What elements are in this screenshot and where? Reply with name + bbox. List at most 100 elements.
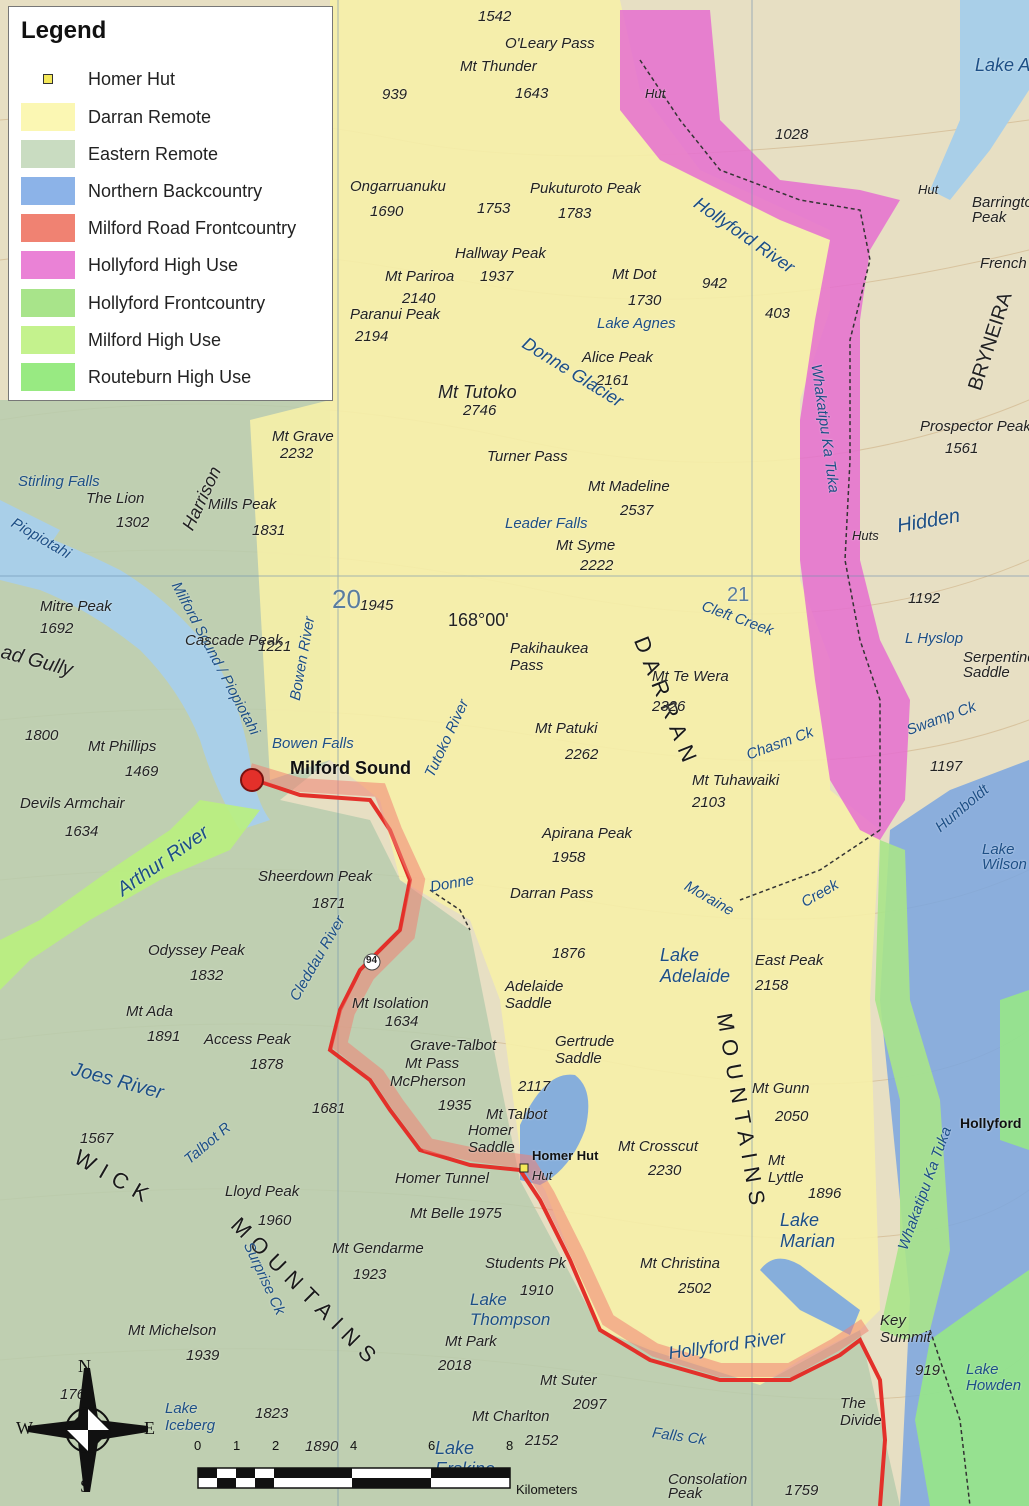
label-mt-syme: Mt Syme: [556, 537, 616, 554]
label-mt-pariroa: Mt Pariroa: [385, 268, 455, 285]
label-1939: 1939: [186, 1347, 220, 1364]
label-mitre-peak: Mitre Peak: [40, 598, 112, 615]
label-2152: 2152: [525, 1432, 559, 1449]
tracks: [429, 59, 971, 1506]
homer-hut-marker: [519, 1163, 529, 1173]
label-milford-sound: Milford Sound: [290, 758, 411, 778]
label-hollyford: Hollyford: [960, 1115, 1022, 1131]
label-huts: Huts: [852, 528, 879, 543]
label-939: 939: [382, 86, 408, 103]
label-l-hyslop: L Hyslop: [905, 630, 964, 647]
legend-swatch: [21, 214, 75, 242]
label-lake-howden: Lake Howden: [966, 1361, 1022, 1394]
legend-swatch: [21, 103, 75, 131]
label-mt-pass: Mt Pass: [405, 1055, 460, 1072]
label-2262: 2262: [565, 746, 599, 763]
legend-label: Milford High Use: [88, 329, 222, 350]
label-1891: 1891: [147, 1028, 181, 1045]
legend-label: Hollyford Frontcountry: [88, 292, 266, 313]
label-2502: 2502: [678, 1280, 712, 1297]
label-leader-falls: Leader Falls: [505, 515, 588, 532]
legend-swatch: [21, 251, 75, 279]
scale-tick-8: 8: [506, 1438, 514, 1453]
label-oleary-pass: O'Leary Pass: [505, 35, 595, 52]
label-1958: 1958: [552, 849, 586, 866]
zone-hollyford-frontcountry: [875, 840, 950, 1340]
label-mt-suter: Mt Suter: [540, 1372, 597, 1389]
legend-item: Homer Hut: [21, 64, 175, 94]
label-apirana-peak: Apirana Peak: [542, 825, 633, 842]
label-lake-iceberg: Lake Iceberg: [165, 1400, 216, 1434]
label-1923: 1923: [353, 1266, 387, 1283]
label-road-94: 94: [366, 955, 378, 966]
scale-unit: Kilometers: [516, 1482, 578, 1497]
label-mt-christina: Mt Christina: [640, 1255, 721, 1272]
label-the-lion: The Lion: [86, 490, 145, 507]
label-1759: 1759: [785, 1482, 819, 1499]
legend-item: Milford Road Frontcountry: [21, 213, 296, 243]
milford-road: [254, 778, 888, 1506]
label-1937: 1937: [480, 268, 514, 285]
label-1896: 1896: [808, 1185, 842, 1202]
label-mcpherson: McPherson: [390, 1073, 466, 1090]
label-mt-belle: Mt Belle 1975: [410, 1205, 502, 1222]
label-403: 403: [765, 305, 791, 322]
label-1542: 1542: [478, 8, 512, 25]
label-mt-gunn: Mt Gunn: [752, 1080, 810, 1097]
label-1634a: 1634: [65, 823, 99, 840]
zone-milford-high-use: [0, 800, 260, 990]
label-ongarruanuku: Ongarruanuku: [350, 178, 446, 195]
zone-hollyford-high-use: [620, 10, 910, 840]
label-mills-peak: Mills Peak: [208, 496, 277, 513]
label-students-pk: Students Pk: [485, 1255, 566, 1272]
label-lake-adelaide: Lake Adelaide: [660, 945, 731, 986]
label-cascade-peak: Cascade Peak: [185, 632, 283, 649]
label-mt-gendarme: Mt Gendarme: [332, 1240, 424, 1257]
scale-tick-1: 1: [233, 1438, 241, 1453]
label-1890: 1890: [305, 1438, 339, 1455]
label-access-peak: Access Peak: [204, 1031, 291, 1048]
label-1221: 1221: [258, 638, 292, 655]
label-mt-michelson: Mt Michelson: [128, 1322, 217, 1339]
label-hut-north: Hut: [645, 86, 666, 101]
legend-item: Hollyford High Use: [21, 250, 238, 280]
label-serpentine-saddle: Serpentine Saddle: [963, 649, 1029, 681]
north-arrow: N S W E: [16, 1356, 158, 1500]
label-mt-te-wera: Mt Te Wera: [652, 668, 729, 685]
label-grid-21: 21: [727, 584, 750, 606]
label-1681: 1681: [312, 1100, 346, 1117]
legend-title: Legend: [21, 17, 107, 44]
legend-swatch: [21, 140, 75, 168]
label-1192: 1192: [908, 590, 941, 607]
label-hut-homer: Hut: [532, 1168, 553, 1183]
water-inlet: [0, 500, 60, 560]
label-1876: 1876: [552, 945, 586, 962]
label-1832: 1832: [190, 967, 224, 984]
label-919: 919: [915, 1362, 941, 1379]
label-2158: 2158: [755, 977, 789, 994]
label-devils-armchair: Devils Armchair: [20, 795, 125, 812]
scale-tick-0: 0: [194, 1438, 202, 1453]
label-odyssey-peak: Odyssey Peak: [148, 942, 245, 959]
milford-road-frontcountry-buffer: [247, 763, 869, 1377]
legend-item: Darran Remote: [21, 102, 211, 132]
label-1469: 1469: [125, 763, 159, 780]
scale-tick-4: 4: [350, 1438, 358, 1453]
label-mt-grave: Mt Grave: [272, 428, 334, 445]
label-lake-wilson: Lake Wilson: [982, 841, 1027, 873]
zone-routeburn-high-use-2: [1000, 990, 1029, 1150]
legend-label: Routeburn High Use: [88, 366, 252, 387]
scale-bar: 0 1 2 4 6 8 Kilometers: [190, 1438, 577, 1506]
label-2194: 2194: [355, 328, 389, 345]
label-the-divide: The Divide: [840, 1395, 882, 1429]
label-1692: 1692: [40, 620, 74, 637]
label-2232: 2232: [280, 445, 314, 462]
label-2230: 2230: [648, 1162, 682, 1179]
east-label: E: [144, 1418, 155, 1438]
water-milford-sound: [0, 520, 270, 830]
label-hallway-peak: Hallway Peak: [455, 245, 546, 262]
label-mt-ada: Mt Ada: [126, 1003, 173, 1020]
